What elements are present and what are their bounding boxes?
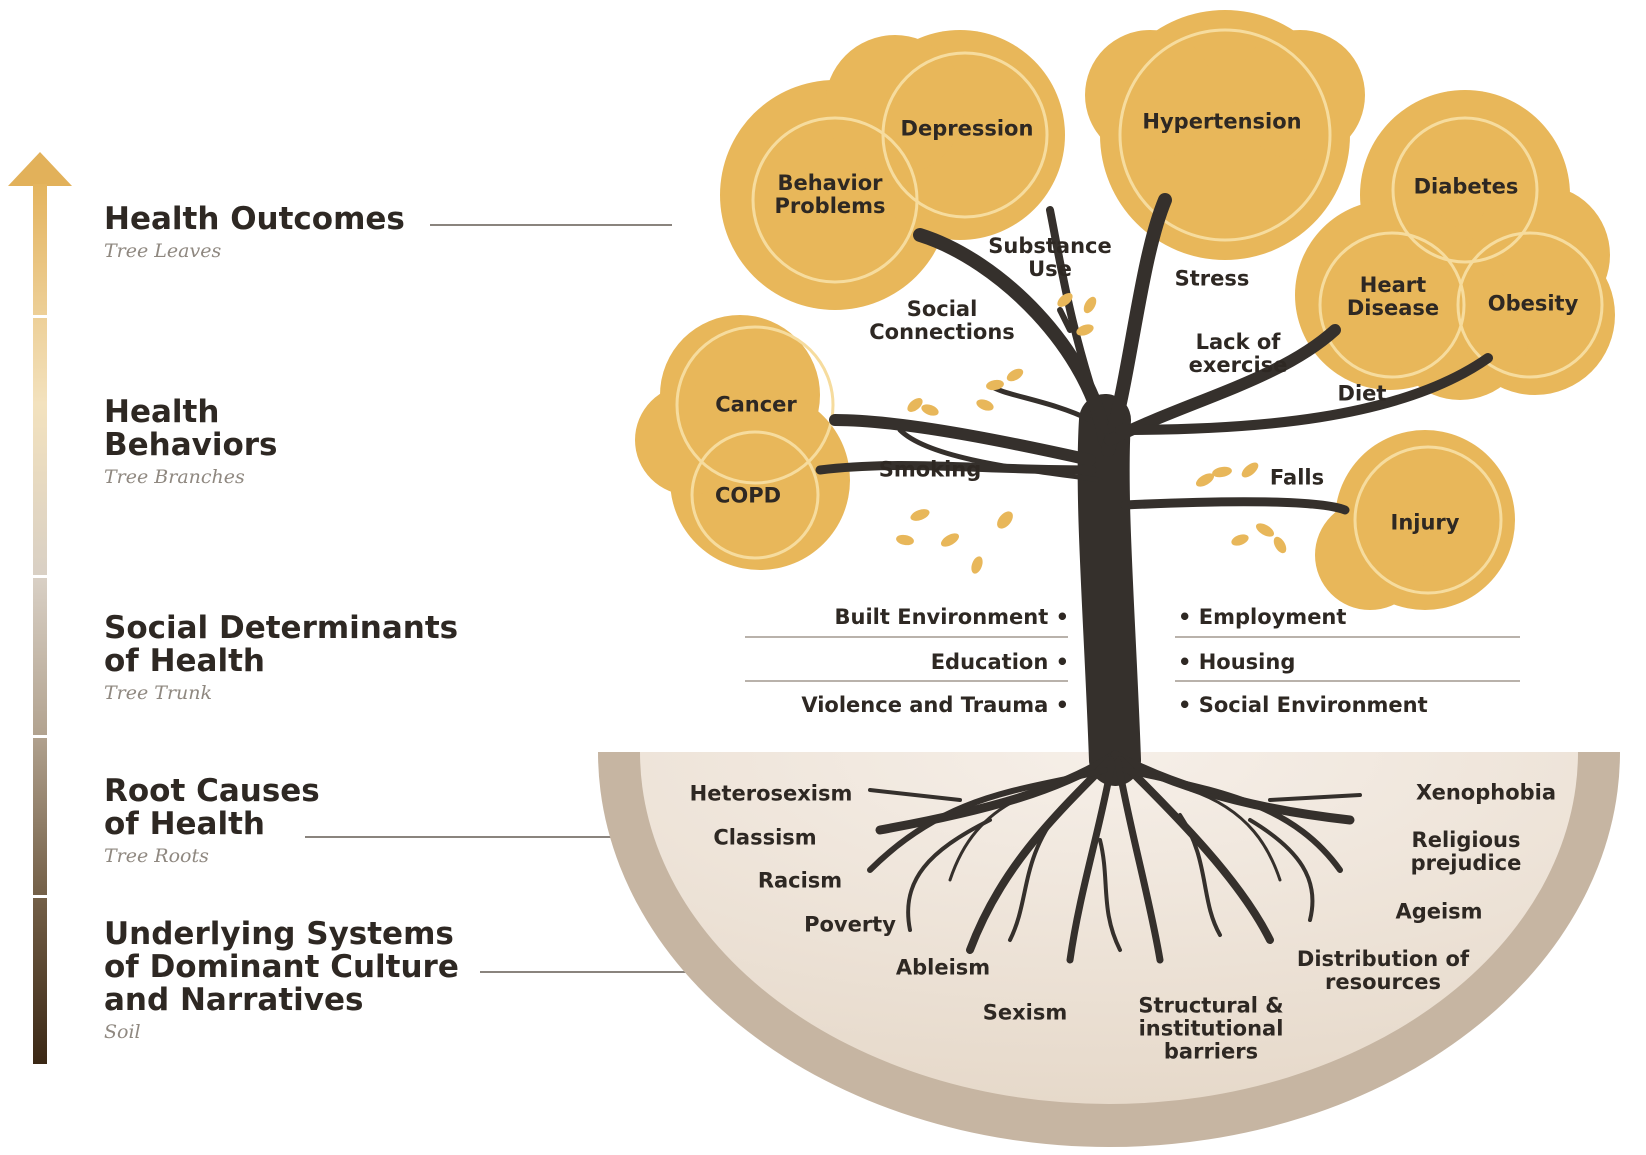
root-cause-label: Structural & institutional barriers — [1138, 993, 1284, 1064]
outcome-label: COPD — [714, 483, 782, 508]
behavior-label: Diet — [1337, 381, 1387, 406]
outcome-label: Injury — [1390, 510, 1460, 535]
arrow-head-icon — [8, 152, 72, 186]
determinant-dividers — [745, 636, 1520, 682]
level-social-determinants: Social Determinants of Health Tree Trunk — [104, 610, 459, 705]
soil-inner — [640, 752, 1578, 1104]
level-title: Underlying Systems of Dominant Culture a… — [104, 916, 459, 1018]
arrow-divider — [33, 575, 47, 578]
root-cause-label: Religious prejudice — [1410, 828, 1522, 875]
behavior-label: Social Connections — [869, 297, 1015, 344]
tree-trunk-branches — [815, 193, 1493, 786]
outcome-label: Obesity — [1487, 291, 1579, 316]
outcome-label: Heart Disease — [1346, 273, 1440, 320]
root-cause-label: Xenophobia — [1415, 780, 1557, 805]
determinant-right: • Housing — [1178, 650, 1296, 674]
behavior-label: Substance Use — [988, 234, 1112, 281]
level-health-outcomes: Health Outcomes Tree Leaves — [104, 201, 405, 263]
level-root-causes: Root Causes of Health Tree Roots — [104, 773, 320, 868]
outcome-label: Diabetes — [1413, 174, 1519, 199]
arrow-divider — [33, 315, 47, 318]
level-title: Root Causes of Health — [104, 773, 320, 842]
behavior-label: Smoking — [878, 457, 982, 482]
arrow-divider — [33, 735, 47, 738]
root-cause-label: Distribution of resources — [1296, 947, 1470, 994]
behavior-label: Lack of exercise — [1188, 330, 1288, 377]
leaf-rings — [675, 28, 1604, 595]
arrow-shaft — [33, 184, 47, 1064]
root-cause-label: Ageism — [1395, 899, 1483, 924]
tree-roots — [867, 750, 1362, 964]
small-leaves — [896, 293, 1287, 574]
root-cause-label: Ableism — [895, 955, 991, 980]
level-underlying-systems: Underlying Systems of Dominant Culture a… — [104, 916, 459, 1044]
level-subtitle: Tree Leaves — [104, 240, 222, 262]
determinant-right: • Employment — [1178, 605, 1347, 629]
outcome-label: Behavior Problems — [774, 171, 886, 218]
arrow-divider — [33, 895, 47, 898]
outcome-label: Depression — [900, 116, 1034, 141]
outcome-label: Cancer — [715, 392, 797, 417]
level-title: Health Outcomes — [104, 201, 405, 237]
level-title: Health Behaviors — [104, 394, 278, 463]
root-cause-label: Poverty — [804, 912, 896, 937]
level-subtitle: Tree Roots — [104, 845, 209, 867]
level-health-behaviors: Health Behaviors Tree Branches — [104, 394, 278, 489]
level-arrow — [8, 152, 72, 1064]
behavior-label: Stress — [1174, 266, 1250, 291]
behavior-label: Falls — [1269, 465, 1325, 490]
level-subtitle: Tree Branches — [104, 466, 245, 488]
root-cause-label: Classism — [713, 825, 817, 850]
determinant-left: Education • — [930, 650, 1069, 674]
outcome-label: Hypertension — [1142, 109, 1302, 134]
level-subtitle: Tree Trunk — [104, 682, 213, 704]
determinant-left: Violence and Trauma • — [801, 693, 1069, 717]
root-cause-label: Sexism — [982, 1000, 1068, 1025]
root-cause-label: Heterosexism — [689, 781, 853, 806]
determinant-right: • Social Environment — [1178, 693, 1428, 717]
root-cause-label: Racism — [757, 868, 843, 893]
level-subtitle: Soil — [104, 1021, 141, 1043]
determinant-left: Built Environment • — [834, 605, 1069, 629]
level-title: Social Determinants of Health — [104, 610, 459, 679]
